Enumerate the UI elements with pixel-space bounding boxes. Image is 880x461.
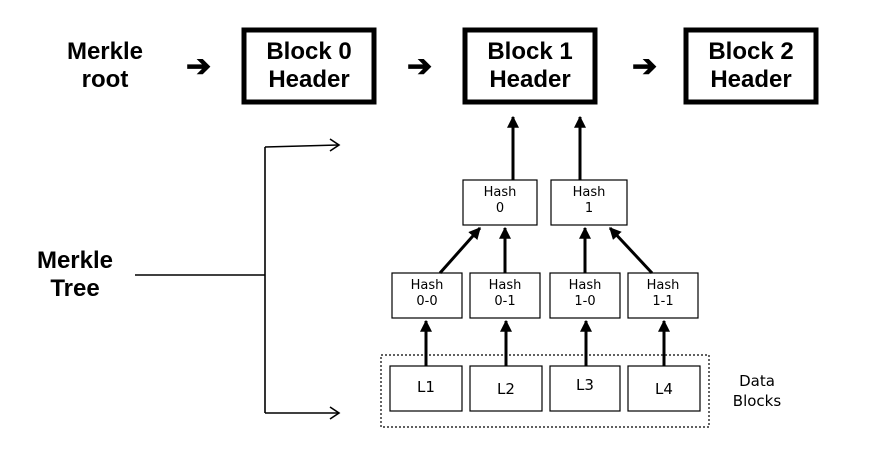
block-0-box (241, 27, 377, 105)
hash-0-1-label: Hash 0-1 (488, 278, 522, 310)
block-2-label: Block 2 Header (708, 38, 794, 93)
hash-0-box (462, 179, 538, 226)
leaf-4-label: L4 (655, 380, 673, 398)
hash-1-label: Hash 1 (572, 185, 606, 217)
block-1-box (462, 27, 598, 105)
block-2-box (683, 27, 819, 105)
hash-0-label: Hash 0 (483, 185, 517, 217)
hash-1-0-label: Hash 1-0 (568, 278, 602, 310)
merkle-root-label: Merkle root (66, 38, 144, 93)
tree-bracket-top-arrowhead (329, 138, 341, 152)
leaf-3-label: L3 (576, 376, 594, 394)
root-to-block-0-arrow: ➔ (186, 50, 212, 83)
hash-1-1-label: Hash 1-1 (646, 278, 680, 310)
data-blocks-label: Data Blocks (732, 372, 782, 411)
merkle-tree-label: Merkle Tree (36, 247, 114, 302)
tree-bracket-top-arrow (264, 144, 339, 148)
tree-bracket-bottom-arrowhead (329, 406, 341, 420)
block-0-label: Block 0 Header (266, 38, 352, 93)
leaf-2-label: L2 (497, 380, 515, 398)
block-0-to-block-1-arrow: ➔ (407, 50, 433, 83)
block-1-label: Block 1 Header (487, 38, 573, 93)
hash-0-0-label: Hash 0-0 (410, 278, 444, 310)
block-1-to-block-2-arrow: ➔ (632, 50, 658, 83)
leaf-1-label: L1 (417, 378, 435, 396)
hash-1-1-box (627, 272, 699, 319)
hash-0-0-box (391, 272, 463, 319)
hash-1-box (550, 179, 628, 226)
arrow-hash-1-1-to-hash-1 (608, 226, 654, 275)
data-blocks-region (380, 354, 710, 428)
arrow-hash-0-0-to-hash-0 (438, 227, 482, 274)
